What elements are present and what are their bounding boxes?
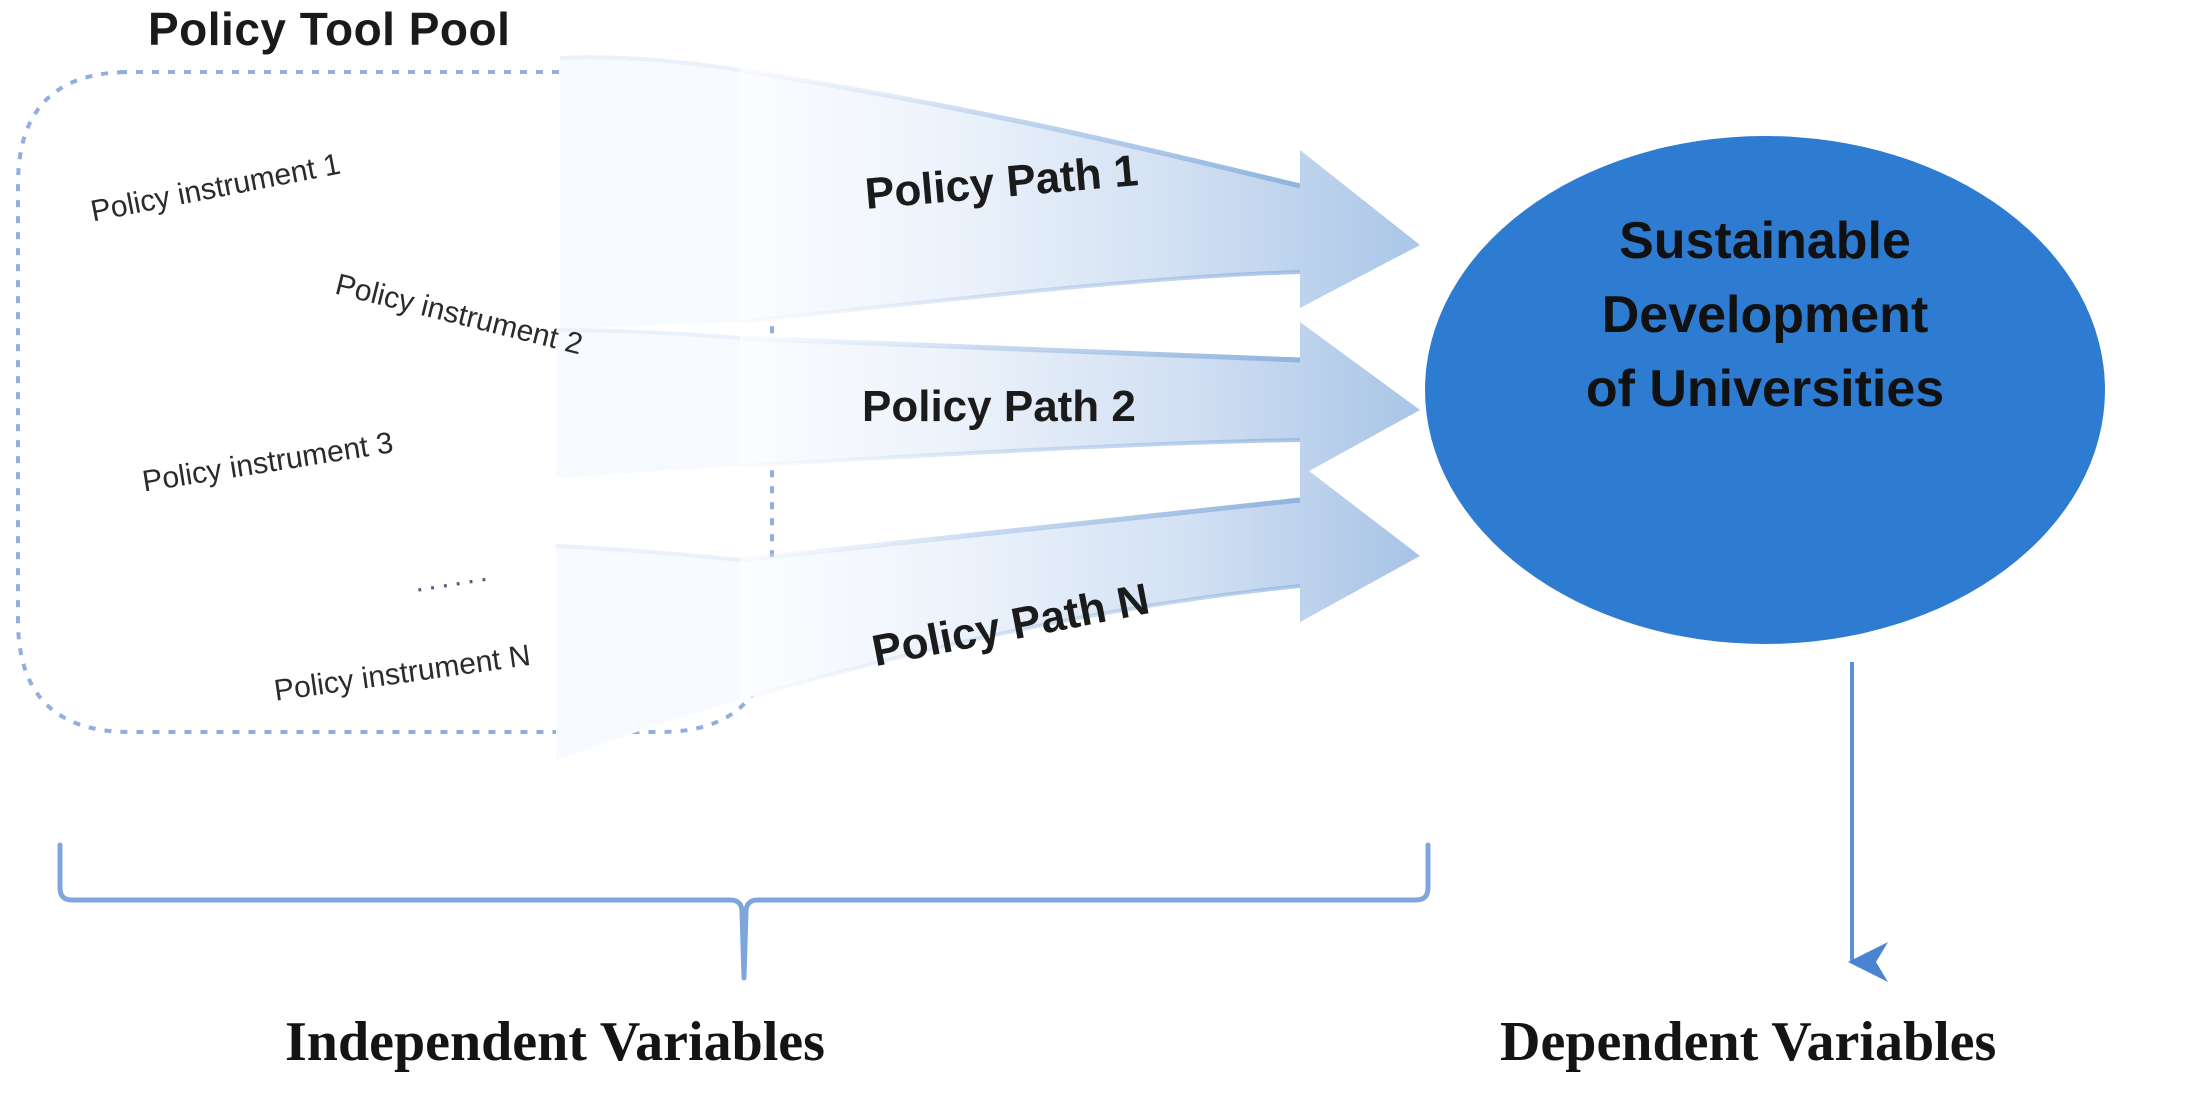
outcome-line-3: of Universities — [1585, 359, 1945, 418]
independent-variables-brace — [57, 842, 1431, 981]
page-title: Policy Tool Pool — [148, 3, 511, 55]
policy-path-1-arrow — [559, 55, 1420, 330]
outcome-line-1: Sustainable — [1619, 212, 1911, 270]
policy-path-2-label: Policy Path 2 — [862, 382, 1136, 431]
dependent-variables-caption: Dependent Variables — [1500, 1011, 1997, 1073]
outcome-line-2: Development — [1601, 285, 1929, 344]
policy-path-n-arrow — [555, 464, 1420, 760]
independent-variables-caption: Independent Variables — [285, 1011, 825, 1073]
outcome-ellipse — [1425, 136, 2105, 644]
outcome-label: Sustainable Development of Universities — [1455, 205, 2075, 426]
policy-path-2-arrow — [555, 322, 1420, 478]
